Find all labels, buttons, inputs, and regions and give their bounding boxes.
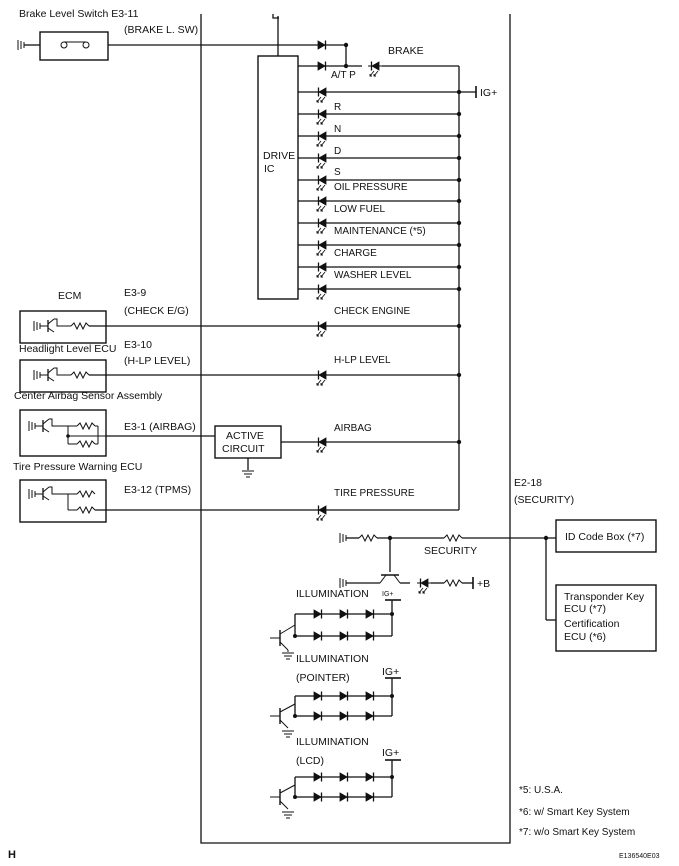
ecm-box: [19, 310, 107, 344]
ig-plus-label: IG+: [480, 87, 497, 99]
ground-icon: [281, 652, 295, 660]
certification-label-2: ECU (*6): [564, 631, 606, 643]
ecm-terminal: E3-9: [124, 287, 146, 299]
ecm-title: ECM: [58, 290, 81, 302]
headlight-ecu-terminal: E3-10: [124, 339, 152, 351]
tpms-ecu-title: Tire Pressure Warning ECU: [13, 461, 142, 473]
brake-level-switch-title: Brake Level Switch E3-11: [19, 8, 139, 20]
brake-label: BRAKE: [388, 45, 424, 57]
certification-label: Certification: [564, 618, 620, 630]
airbag-led-icon: [314, 436, 330, 453]
transponder-certification-ecu-box: [555, 584, 657, 652]
atp-label: A/T P: [331, 70, 356, 81]
airbag-sensor-title: Center Airbag Sensor Assembly: [14, 390, 163, 402]
atp-led-icon: [314, 60, 330, 72]
illumination-pointer-label: ILLUMINATION: [296, 653, 369, 665]
r-label: R: [334, 102, 341, 113]
ground-icon: [241, 470, 255, 478]
headlight-ecu-pin: (H-LP LEVEL): [124, 355, 190, 367]
id-code-box-label: ID Code Box (*7): [565, 531, 644, 543]
tire-pressure-label: TIRE PRESSURE: [334, 488, 415, 499]
headlight-ecu-title: Headlight Level ECU: [19, 343, 116, 355]
footer-figure-id: E136540E03: [619, 853, 660, 860]
illumination-pointer-sub: (POINTER): [296, 672, 350, 684]
check-engine-label: CHECK ENGINE: [334, 306, 410, 317]
illumination-lcd-sub: (LCD): [296, 755, 324, 767]
ig-plus-label: IG+: [382, 747, 399, 759]
charge-label: CHARGE: [334, 248, 377, 259]
id-code-box: [555, 519, 657, 553]
ig-plus-label: IG+: [382, 591, 393, 598]
active-circuit-box: [214, 425, 282, 459]
illumination-label: ILLUMINATION: [296, 588, 369, 600]
transponder-label: Transponder Key: [564, 591, 645, 603]
headlight-ecu-box: [19, 359, 107, 393]
airbag-sensor-box: [19, 409, 107, 457]
brake-level-switch-pin: (BRAKE L. SW): [124, 24, 198, 36]
transponder-label-2: ECU (*7): [564, 603, 606, 615]
ground-icon: [17, 39, 25, 51]
ground-icon: [281, 730, 295, 738]
washer-level-label: WASHER LEVEL: [334, 270, 412, 281]
note-no-smart-key: *7: w/o Smart Key System: [519, 827, 635, 838]
hlp-level-led-icon: [314, 369, 330, 386]
drive-ic: [257, 55, 299, 300]
tire-pressure-led-icon: [314, 504, 330, 521]
check-engine-led-icon: [314, 320, 330, 337]
combination-meter-outline: [200, 14, 511, 844]
ig-plus-label: IG+: [382, 666, 399, 678]
security-led-icon: [416, 577, 432, 594]
tpms-ecu-terminal: E3-12 (TPMS): [124, 484, 191, 496]
ground-icon: [339, 532, 347, 544]
security-terminal: E2-18: [514, 477, 542, 489]
plus-b-label: +B: [477, 578, 490, 590]
ecm-pin: (CHECK E/G): [124, 305, 189, 317]
ground-icon: [339, 577, 347, 589]
s-label: S: [334, 167, 341, 178]
drive-ic-label-2: IC: [264, 163, 275, 175]
security-pin: (SECURITY): [514, 494, 574, 506]
airbag-label: AIRBAG: [334, 423, 372, 434]
brake-indicator-led-icon: [367, 60, 383, 77]
active-circuit-label-2: CIRCUIT: [222, 443, 265, 455]
security-label: SECURITY: [424, 545, 477, 557]
drive-ic-label: DRIVE: [263, 150, 295, 162]
n-label: N: [334, 124, 341, 135]
hlp-level-label: H-LP LEVEL: [334, 355, 391, 366]
low-fuel-label: LOW FUEL: [334, 204, 386, 215]
ground-icon: [281, 811, 295, 819]
maintenance-label: MAINTENANCE (*5): [334, 226, 426, 237]
indicator-rows: [298, 86, 462, 300]
oil-pressure-label: OIL PRESSURE: [334, 182, 408, 193]
active-circuit-label: ACTIVE: [226, 430, 264, 442]
d-label: D: [334, 146, 341, 157]
note-smart-key: *6: w/ Smart Key System: [519, 807, 630, 818]
airbag-sensor-terminal: E3-1 (AIRBAG): [124, 421, 196, 433]
tpms-ecu-box: [19, 479, 107, 523]
footer-section-letter: H: [8, 849, 16, 861]
illumination-lcd-label: ILLUMINATION: [296, 736, 369, 748]
note-usa: *5: U.S.A.: [519, 785, 563, 796]
brake-level-switch-box: [39, 31, 109, 61]
brake-led-icon: [314, 39, 330, 51]
